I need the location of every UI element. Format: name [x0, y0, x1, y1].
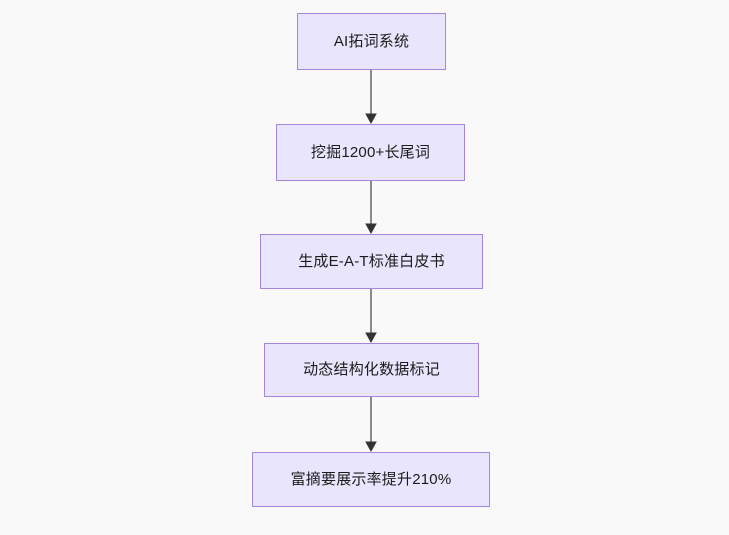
arrow-down-icon: [365, 397, 377, 452]
flow-node-label: 挖掘1200+长尾词: [310, 143, 431, 161]
flow-node-rich-snippet-impression-lift[interactable]: 富摘要展示率提升210%: [252, 452, 490, 507]
arrow-down-icon: [365, 181, 377, 234]
flow-node-label: 动态结构化数据标记: [303, 361, 440, 378]
arrow-down-icon: [365, 70, 377, 124]
flow-node-label: 生成E-A-T标准白皮书: [298, 252, 445, 270]
flow-edge-n1-n2: [360, 70, 382, 124]
flow-node-label: AI拓词系统: [333, 32, 410, 50]
flow-edge-n2-n3: [360, 181, 382, 234]
flow-edge-n4-n5: [360, 397, 382, 452]
flow-node-mine-longtail-keywords[interactable]: 挖掘1200+长尾词: [276, 124, 465, 181]
flow-node-ai-keyword-system[interactable]: AI拓词系统: [297, 13, 446, 70]
arrow-down-icon: [365, 289, 377, 343]
flow-node-generate-eat-whitepaper[interactable]: 生成E-A-T标准白皮书: [260, 234, 483, 289]
flow-node-label: 富摘要展示率提升210%: [290, 470, 452, 488]
flow-node-dynamic-structured-data-markup[interactable]: 动态结构化数据标记: [264, 343, 479, 397]
flow-edge-n3-n4: [360, 289, 382, 343]
